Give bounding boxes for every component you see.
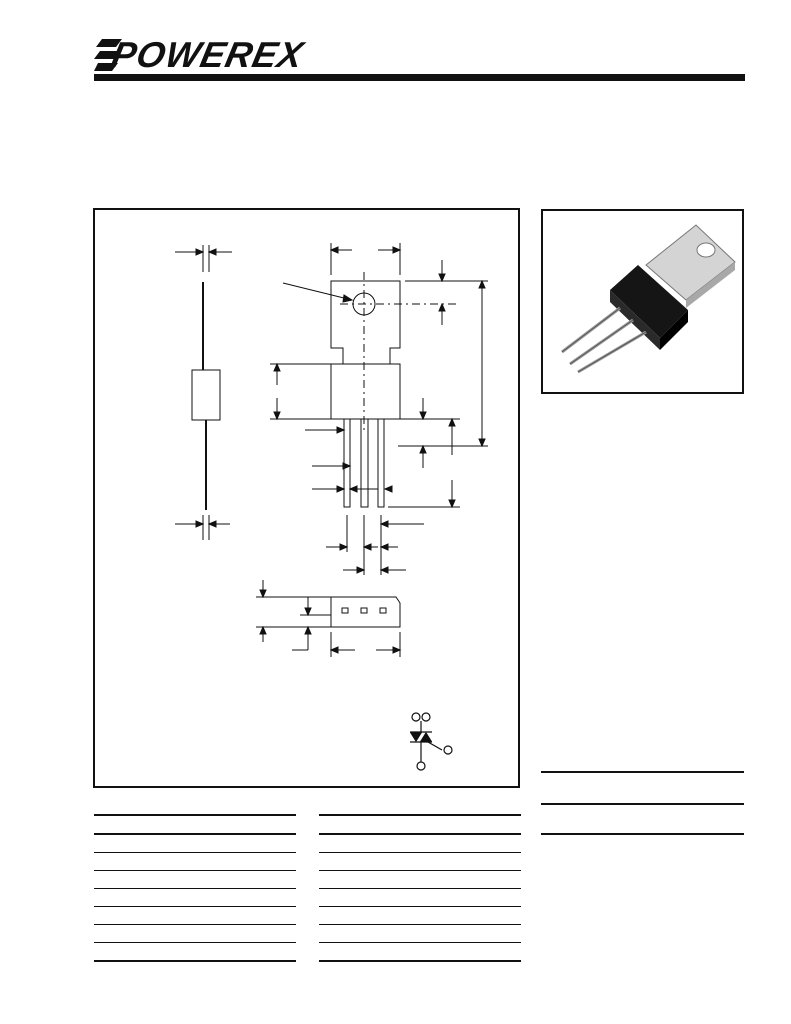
- table-rule: [94, 814, 296, 816]
- table-rule: [319, 888, 521, 889]
- side-rule: [541, 803, 744, 805]
- table-rule: [319, 942, 521, 943]
- table-rule: [319, 852, 521, 853]
- table-rule: [94, 960, 296, 962]
- table-rule: [94, 924, 296, 925]
- table-rule: [94, 888, 296, 889]
- product-photo-frame: [541, 209, 744, 394]
- table-rule: [319, 814, 521, 816]
- header-rule: [94, 74, 745, 81]
- logo-stripes-icon: [94, 39, 122, 71]
- side-rules: [541, 771, 744, 837]
- left-table: [94, 814, 296, 964]
- right-table: [319, 814, 521, 964]
- front-view: [270, 243, 488, 575]
- table-rule: [319, 924, 521, 925]
- table-rule: [319, 833, 521, 835]
- table-rule: [94, 833, 296, 835]
- side-rule: [541, 833, 744, 835]
- table-rule: [94, 852, 296, 853]
- outline-drawing-frame: [93, 208, 520, 788]
- table-rule: [94, 870, 296, 871]
- table-rule: [94, 942, 296, 943]
- side-view: [175, 245, 232, 540]
- side-rule: [541, 771, 744, 773]
- powerex-logo: POWEREX: [94, 34, 307, 75]
- triac-symbol: [409, 712, 453, 771]
- table-rule: [319, 870, 521, 871]
- end-view: [256, 580, 402, 657]
- table-rule: [319, 960, 521, 962]
- table-rule: [319, 906, 521, 907]
- table-rule: [94, 906, 296, 907]
